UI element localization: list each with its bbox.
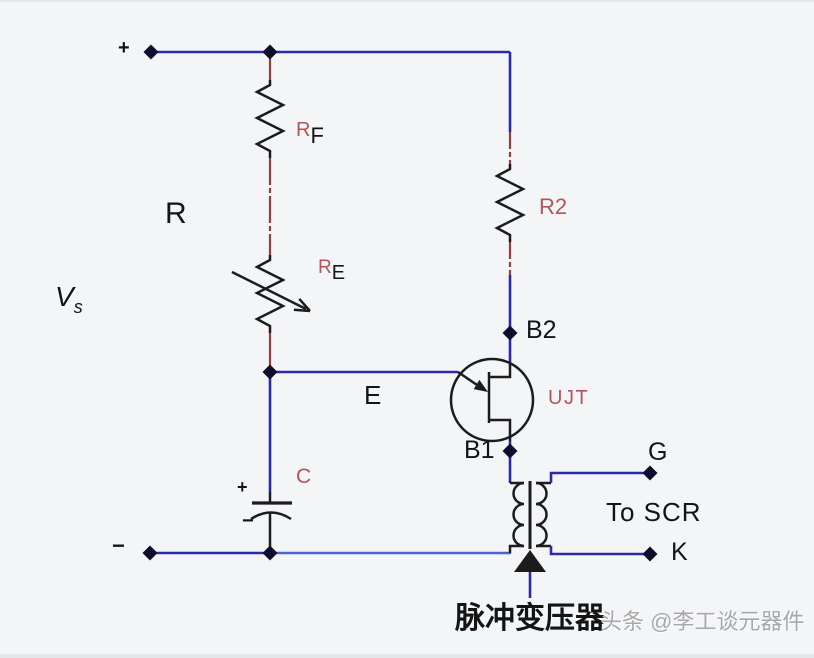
junction-node-bottom [262, 545, 278, 561]
capacitor-minus-label: − [242, 510, 254, 532]
r2-resistor [494, 164, 526, 242]
r2-label: R2 [539, 194, 568, 219]
b1-label: B1 [464, 436, 495, 464]
transformer-primary-winding [512, 481, 525, 548]
junction-node-emitter [262, 364, 278, 380]
terminal-node-positive [143, 44, 159, 60]
re-label: RE [318, 257, 346, 284]
to-scr-label: To SCR [606, 497, 702, 527]
terminal-node-negative [142, 545, 158, 561]
gate-wire [549, 471, 645, 483]
ujt-b1-lead [489, 418, 512, 441]
rf-label: RF [296, 119, 324, 148]
terminal-node-gate [642, 465, 658, 481]
capacitor-plus-label: + [237, 477, 248, 497]
watermark: 头条 @李工谈元器件 [600, 609, 805, 634]
negative-terminal-label: − [112, 533, 125, 558]
positive-terminal-label: + [118, 37, 130, 59]
pulse-transformer-arrow-icon [514, 550, 546, 572]
bottom-edge-line [0, 654, 814, 658]
ujt-emitter-lead [457, 370, 481, 389]
ujt-label: UJT [548, 387, 590, 409]
b2-label: B2 [526, 316, 557, 344]
transformer-primary-bottom-jog [508, 544, 524, 553]
ujt-b2-lead [489, 363, 512, 379]
re-arrow-line [231, 270, 307, 311]
emitter-label: E [364, 380, 382, 410]
capacitor-label: C [296, 465, 312, 488]
capacitor-plate-negative [250, 511, 292, 521]
pulse-transformer-caption: 脉冲变压器 [455, 602, 605, 635]
cathode-label: K [671, 538, 688, 566]
transformer-secondary-winding [535, 481, 548, 548]
node-b1 [502, 443, 518, 459]
gate-label: G [648, 438, 668, 466]
terminal-node-cathode [642, 546, 658, 562]
r-group-label: R [165, 197, 187, 230]
top-edge-line [0, 0, 814, 2]
node-b2 [502, 325, 518, 341]
cathode-wire [549, 546, 644, 556]
re-arrowhead [293, 298, 311, 313]
ujt-body-circle [449, 357, 535, 443]
rf-resistor [254, 80, 286, 158]
ujt-emitter-arrowhead [473, 379, 488, 392]
re-resistor [254, 255, 286, 333]
junction-node-top [262, 44, 278, 60]
vs-label: Vs [55, 281, 83, 317]
